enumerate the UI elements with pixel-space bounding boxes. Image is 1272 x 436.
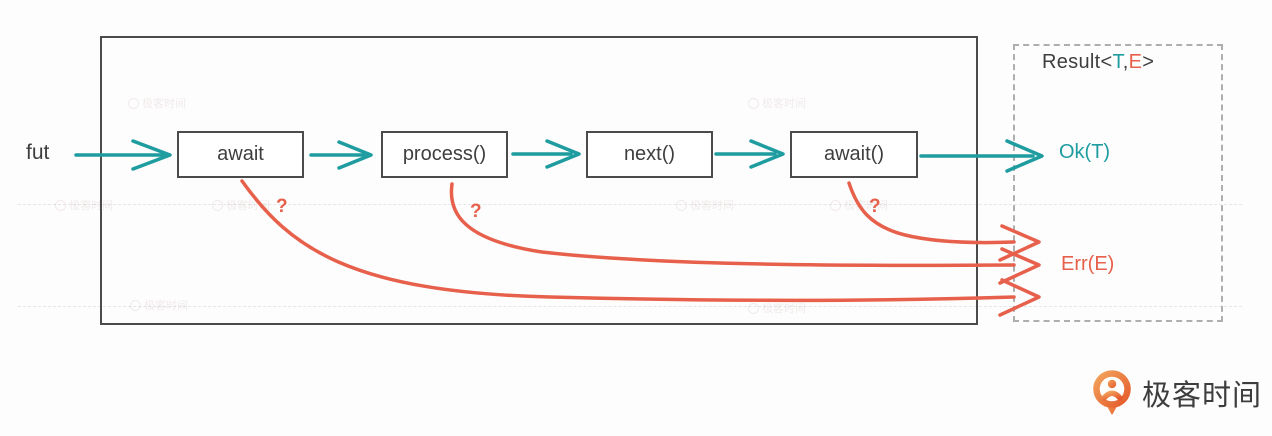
node-label: process() — [402, 143, 487, 165]
result-suffix: > — [1142, 51, 1155, 73]
node-next: next() — [586, 131, 713, 178]
error-question-mark: ? — [869, 196, 881, 217]
watermark: 极客时间 — [748, 300, 806, 316]
result-box — [1013, 44, 1223, 322]
watermark-logo-icon — [128, 97, 139, 109]
geektime-logo-icon — [1093, 370, 1131, 415]
watermark-text: 极客时间 — [762, 303, 806, 315]
node-label: await() — [823, 143, 884, 165]
ok-variant-label: Ok(T) — [1059, 141, 1111, 163]
node-process: process() — [381, 131, 508, 178]
watermark-logo-icon — [748, 97, 759, 109]
result-type-label: Result<T,E> — [1042, 51, 1154, 74]
result-separator: , — [1122, 51, 1129, 73]
watermark-logo-icon — [212, 199, 223, 211]
watermark-text: 极客时间 — [144, 300, 188, 312]
pipeline-box — [100, 36, 978, 325]
watermark: 极客时间 — [128, 95, 186, 111]
watermark-text: 极客时间 — [69, 200, 113, 212]
geektime-logo: 极客时间 — [1091, 369, 1262, 417]
result-ok-param: T — [1112, 51, 1123, 73]
watermark-logo-icon — [130, 299, 141, 311]
node-await2: await() — [790, 131, 918, 178]
err-variant-label: Err(E) — [1061, 253, 1115, 275]
watermark-text: 极客时间 — [762, 98, 806, 110]
watermark: 极客时间 — [130, 297, 188, 313]
watermark-text: 极客时间 — [142, 98, 186, 110]
watermark: 极客时间 — [55, 197, 113, 213]
node-await: await — [177, 131, 304, 178]
watermark-logo-icon — [55, 199, 66, 211]
watermark-logo-icon — [748, 302, 759, 314]
result-err-param: E — [1128, 51, 1143, 73]
watermark: 极客时间 — [748, 95, 806, 111]
result-prefix: Result< — [1042, 51, 1113, 73]
watermark-gridline — [18, 306, 1242, 307]
geektime-logo-text: 极客时间 — [1142, 380, 1263, 412]
error-question-mark: ? — [276, 196, 288, 217]
node-label: next() — [623, 143, 676, 165]
error-question-mark: ? — [470, 201, 482, 222]
node-label: await — [217, 143, 264, 165]
fut-label: fut — [26, 141, 50, 164]
